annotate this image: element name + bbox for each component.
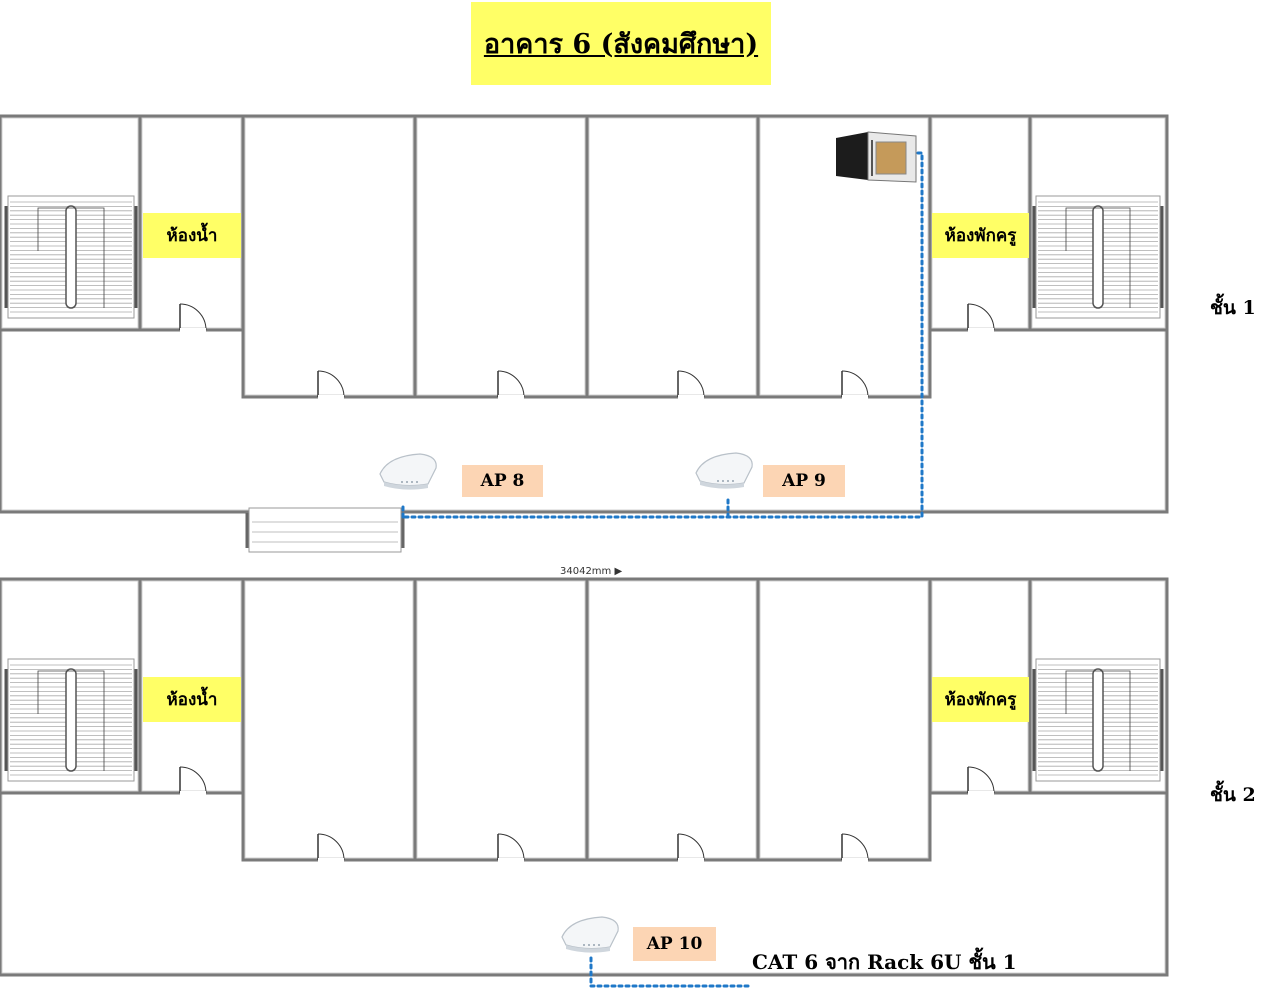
entrance-stair <box>245 507 405 553</box>
page-title: อาคาร 6 (สังคมศึกษา) <box>483 29 759 60</box>
door-icon <box>497 833 525 862</box>
staircase-icon <box>4 195 138 319</box>
staircase-icon <box>1032 195 1164 319</box>
cable-note: CAT 6 จาก Rack 6U ชั้น 1 <box>752 950 1017 974</box>
door-icon <box>497 370 525 399</box>
cable-run-floor1 <box>401 151 924 519</box>
classroom-cell <box>413 577 589 862</box>
classroom-cell <box>241 577 417 862</box>
door-icon <box>179 766 207 795</box>
classroom-cell <box>585 577 760 862</box>
wireless-access-point-icon <box>695 452 753 489</box>
classroom-cell <box>756 577 932 862</box>
floor1-teacher-room-label: ห้องพักครู <box>932 213 1029 258</box>
door-icon <box>317 370 345 399</box>
floor2-restroom-label: ห้องน้ำ <box>143 677 241 722</box>
title-box: อาคาร 6 (สังคมศึกษา) <box>471 2 771 85</box>
staircase-icon <box>1032 658 1164 782</box>
classroom-cell <box>585 114 760 399</box>
floor-2-plan <box>0 577 1169 977</box>
classroom-cell <box>413 114 589 399</box>
wireless-access-point-icon <box>561 916 619 953</box>
door-icon <box>841 370 869 399</box>
door-icon <box>179 303 207 332</box>
dimension-label: 34042mm ▶ <box>560 566 623 577</box>
classroom-cell <box>241 114 417 399</box>
network-rack-icon <box>836 131 917 183</box>
floor2-label: ชั้น 2 <box>1210 784 1256 806</box>
wireless-access-point-icon <box>379 453 437 490</box>
outer-wall <box>0 114 1169 514</box>
dimension-value: 34042mm <box>560 566 612 577</box>
door-icon <box>677 833 705 862</box>
ap10-label: AP 10 <box>633 927 716 961</box>
ap9-label: AP 9 <box>763 465 845 497</box>
door-icon <box>967 766 995 795</box>
floor-1-plan <box>0 114 1169 514</box>
floor2-teacher-room-label: ห้องพักครู <box>932 677 1029 722</box>
door-icon <box>677 370 705 399</box>
staircase-icon <box>4 658 138 782</box>
cable-run-floor2 <box>589 956 752 988</box>
outer-wall <box>0 577 1169 977</box>
door-icon <box>967 303 995 332</box>
floor1-label: ชั้น 1 <box>1210 297 1256 319</box>
ap8-label: AP 8 <box>462 465 543 497</box>
door-icon <box>317 833 345 862</box>
floor1-restroom-label: ห้องน้ำ <box>143 213 241 258</box>
door-icon <box>841 833 869 862</box>
